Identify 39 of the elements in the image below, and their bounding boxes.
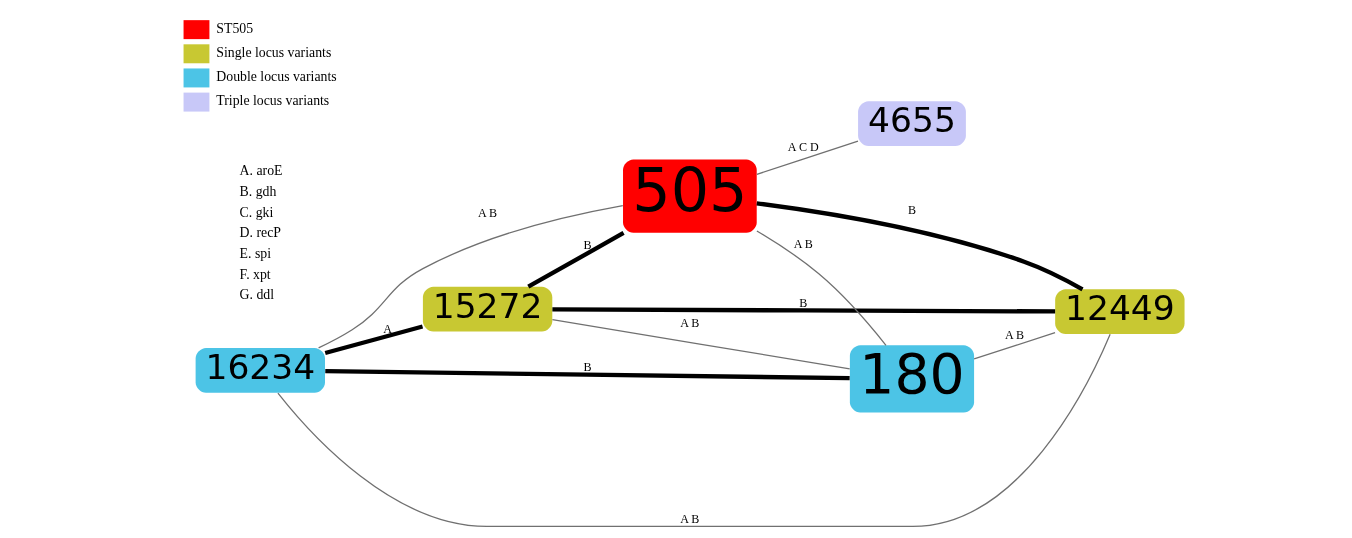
connector	[526, 231, 625, 289]
edge-label: A	[382, 321, 392, 336]
edge-label: B	[907, 203, 916, 218]
label: E. spi	[239, 246, 271, 262]
legend-label: Triple locus variants	[215, 93, 329, 109]
node-box: 16234	[195, 347, 325, 393]
label: B. gdh	[239, 183, 276, 199]
label: F. xpt	[239, 266, 271, 282]
edge-label: A B	[679, 512, 699, 527]
edge-label: A B	[793, 237, 813, 252]
node-box: 15272	[422, 286, 552, 332]
connector	[755, 140, 859, 176]
connector	[551, 319, 850, 370]
node-box: 12449	[1054, 289, 1185, 335]
label: D. recP	[239, 225, 281, 241]
connector	[317, 205, 623, 349]
legend-label: Double locus variants	[215, 69, 337, 85]
connector	[324, 324, 423, 356]
connector	[973, 331, 1056, 360]
edge-label: B	[798, 295, 807, 310]
edge-label: A B	[679, 316, 699, 331]
label: A. aroE	[239, 163, 283, 179]
label: C. gki	[239, 204, 273, 220]
connector	[551, 307, 1055, 314]
edge-label: A B	[477, 205, 497, 220]
legend-label: Single locus variants	[215, 45, 331, 61]
connector	[755, 230, 887, 346]
label: G. ddl	[239, 287, 274, 303]
edge-label: B	[583, 360, 592, 375]
edge-label: A C D	[787, 140, 819, 155]
connector	[276, 333, 1111, 528]
connector	[755, 201, 1084, 292]
connector	[324, 369, 850, 381]
edge-label: B	[583, 237, 592, 252]
node-box: 4655	[857, 101, 966, 147]
legend-label: ST505	[215, 20, 253, 36]
edge-label: A B	[1004, 328, 1024, 343]
node-box: 505	[622, 159, 757, 233]
node-box: 180	[849, 345, 974, 413]
